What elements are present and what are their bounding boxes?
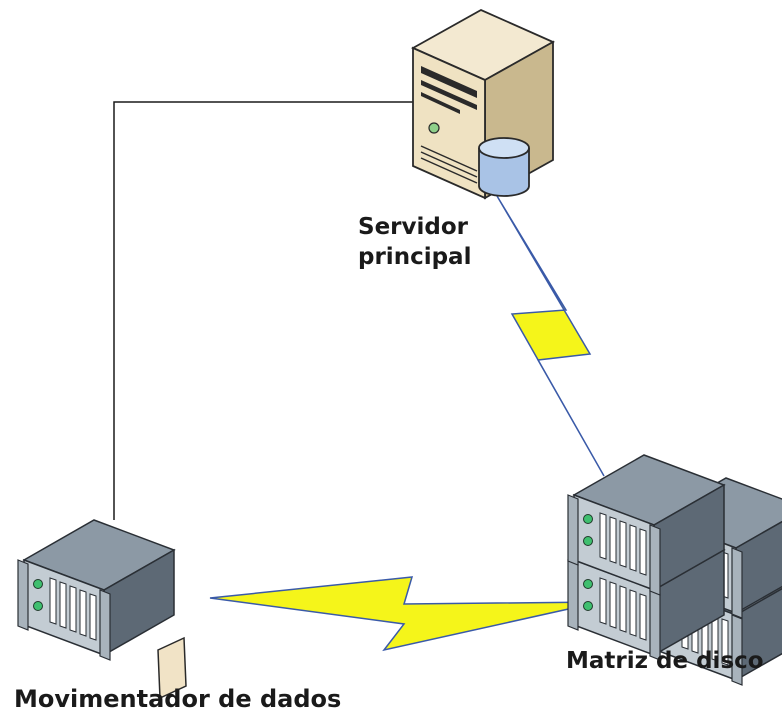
lightning-link-mover-array xyxy=(209,576,601,652)
database-icon xyxy=(478,137,530,197)
data-mover-label: Movimentador de dados xyxy=(14,685,342,713)
server-label-line1: Servidor xyxy=(358,214,468,240)
rack-server-with-tape-icon xyxy=(17,519,187,700)
tape-cartridge-icon xyxy=(157,636,187,700)
disk-array-label: Matriz de disco xyxy=(566,648,764,674)
server-label: Servidor principal xyxy=(358,212,471,272)
server-label-line2: principal xyxy=(358,244,472,270)
tower-server-with-database-icon xyxy=(410,8,556,200)
lightning-link-server-array xyxy=(496,195,605,477)
wired-connection-line xyxy=(113,101,455,520)
